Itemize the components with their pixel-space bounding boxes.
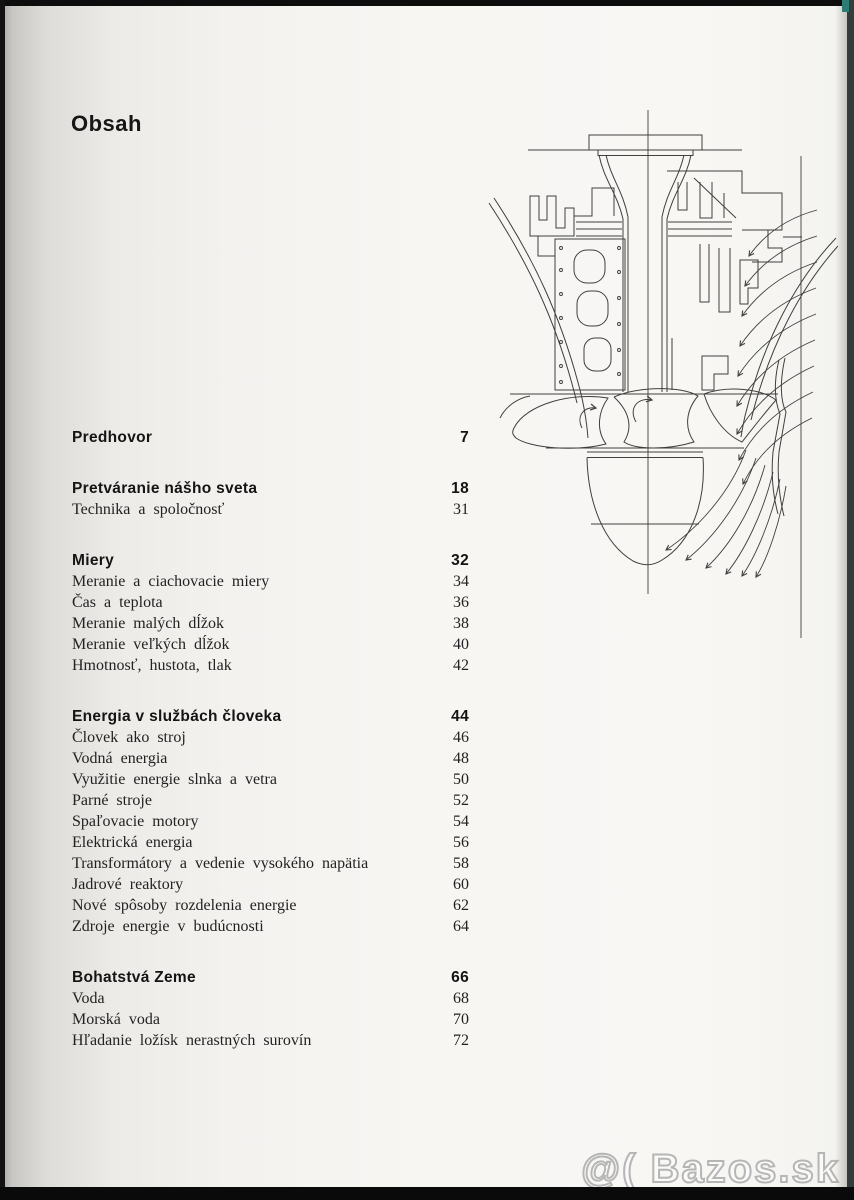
- toc-page-number: 66: [451, 969, 469, 986]
- toc-page-number: 56: [453, 834, 469, 851]
- toc-section-title: Miery: [72, 552, 114, 569]
- toc-page-number: 34: [453, 573, 469, 590]
- toc-page-number: 44: [451, 708, 469, 725]
- toc-section-title: Pretváranie nášho sveta: [72, 480, 258, 497]
- toc-entry-row: Parné stroje 52: [72, 790, 469, 811]
- toc-entry-row: Meranie veľkých dĺžok 40: [72, 634, 469, 655]
- toc-page-number: 42: [453, 657, 469, 674]
- scan-border-top: [0, 0, 854, 6]
- toc-entry-label: Nové spôsoby rozdelenia energie: [72, 897, 297, 914]
- toc-entry-row: Meranie a ciachovacie miery 34: [72, 571, 469, 592]
- toc-page-number: 70: [453, 1011, 469, 1028]
- toc-page-number: 54: [453, 813, 469, 830]
- bazos-watermark: @( Bazos.sk: [580, 1146, 840, 1192]
- toc-entry-label: Hmotnosť, hustota, tlak: [72, 657, 232, 674]
- toc-entry-row: Jadrové reaktory 60: [72, 874, 469, 895]
- toc-page-number: 36: [453, 594, 469, 611]
- toc-section-title: Bohatstvá Zeme: [72, 969, 196, 986]
- toc-section-energia: Energia v službách človeka 44 Človek ako…: [72, 706, 469, 937]
- toc-entry-row: Zdroje energie v budúcnosti 64: [72, 916, 469, 937]
- toc-section-row: Predhovor 7: [72, 427, 469, 448]
- toc-page-number: 7: [460, 429, 469, 446]
- toc-section-miery: Miery 32 Meranie a ciachovacie miery 34 …: [72, 550, 469, 676]
- toc-section-title: Energia v službách človeka: [72, 708, 282, 725]
- toc-entry-label: Transformátory a vedenie vysokého napäti…: [72, 855, 369, 872]
- toc-entry-label: Jadrové reaktory: [72, 876, 184, 893]
- toc-entry-row: Technika a spoločnosť 31: [72, 499, 469, 520]
- toc-page-number: 38: [453, 615, 469, 632]
- toc-entry-row: Hmotnosť, hustota, tlak 42: [72, 655, 469, 676]
- toc-entry-label: Meranie a ciachovacie miery: [72, 573, 270, 590]
- toc-entry-label: Technika a spoločnosť: [72, 501, 225, 518]
- toc-page-number: 32: [451, 552, 469, 569]
- toc-page-number: 58: [453, 855, 469, 872]
- toc-entry-row: Meranie malých dĺžok 38: [72, 613, 469, 634]
- table-of-contents: Predhovor 7 Pretváranie nášho sveta 18 T…: [72, 427, 469, 1051]
- toc-page-number: 18: [451, 480, 469, 497]
- toc-entry-label: Spaľovacie motory: [72, 813, 199, 830]
- toc-page-number: 50: [453, 771, 469, 788]
- toc-entry-label: Čas a teplota: [72, 594, 163, 611]
- toc-entry-row: Hľadanie ložísk nerastných surovín 72: [72, 1030, 469, 1051]
- toc-entry-label: Vodná energia: [72, 750, 168, 767]
- toc-section-pretvaranie: Pretváranie nášho sveta 18 Technika a sp…: [72, 478, 469, 520]
- toc-entry-row: Transformátory a vedenie vysokého napäti…: [72, 853, 469, 874]
- toc-page-number: 68: [453, 990, 469, 1007]
- toc-entry-label: Zdroje energie v budúcnosti: [72, 918, 264, 935]
- toc-page-number: 40: [453, 636, 469, 653]
- toc-page-number: 60: [453, 876, 469, 893]
- toc-entry-row: Využitie energie slnka a vetra 50: [72, 769, 469, 790]
- toc-entry-label: Využitie energie slnka a vetra: [72, 771, 277, 788]
- toc-section-bohatstva: Bohatstvá Zeme 66 Voda 68 Morská voda 70…: [72, 967, 469, 1051]
- toc-entry-label: Morská voda: [72, 1011, 160, 1028]
- toc-entry-row: Morská voda 70: [72, 1009, 469, 1030]
- toc-section-row: Energia v službách človeka 44: [72, 706, 469, 727]
- toc-entry-row: Nové spôsoby rozdelenia energie 62: [72, 895, 469, 916]
- toc-page-number: 64: [453, 918, 469, 935]
- page-title: Obsah: [71, 110, 142, 136]
- scan-edge-shade: [835, 0, 847, 1200]
- toc-entry-row: Vodná energia 48: [72, 748, 469, 769]
- toc-entry-label: Parné stroje: [72, 792, 152, 809]
- toc-section-title: Predhovor: [72, 429, 153, 446]
- toc-entry-row: Elektrická energia 56: [72, 832, 469, 853]
- scan-border-right: [847, 0, 854, 1200]
- scan-border-bottom: [0, 1187, 854, 1200]
- scan-border-left: [0, 0, 5, 1200]
- toc-entry-label: Meranie malých dĺžok: [72, 615, 224, 632]
- turbine-cross-section-drawing: [488, 110, 838, 638]
- toc-page-number: 46: [453, 729, 469, 746]
- toc-entry-label: Voda: [72, 990, 105, 1007]
- toc-page-number: 62: [453, 897, 469, 914]
- toc-section-row: Bohatstvá Zeme 66: [72, 967, 469, 988]
- toc-entry-label: Hľadanie ložísk nerastných surovín: [72, 1032, 312, 1049]
- toc-page-number: 72: [453, 1032, 469, 1049]
- scan-corner-artifact: [842, 0, 849, 12]
- toc-section-row: Miery 32: [72, 550, 469, 571]
- toc-page-number: 52: [453, 792, 469, 809]
- toc-entry-row: Človek ako stroj 46: [72, 727, 469, 748]
- toc-page-number: 31: [453, 501, 469, 518]
- toc-entry-label: Meranie veľkých dĺžok: [72, 636, 230, 653]
- toc-entry-row: Čas a teplota 36: [72, 592, 469, 613]
- toc-entry-row: Spaľovacie motory 54: [72, 811, 469, 832]
- toc-section-predhovor: Predhovor 7: [72, 427, 469, 448]
- toc-section-row: Pretváranie nášho sveta 18: [72, 478, 469, 499]
- toc-entry-label: Elektrická energia: [72, 834, 193, 851]
- toc-entry-label: Človek ako stroj: [72, 729, 186, 746]
- toc-entry-row: Voda 68: [72, 988, 469, 1009]
- toc-page-number: 48: [453, 750, 469, 767]
